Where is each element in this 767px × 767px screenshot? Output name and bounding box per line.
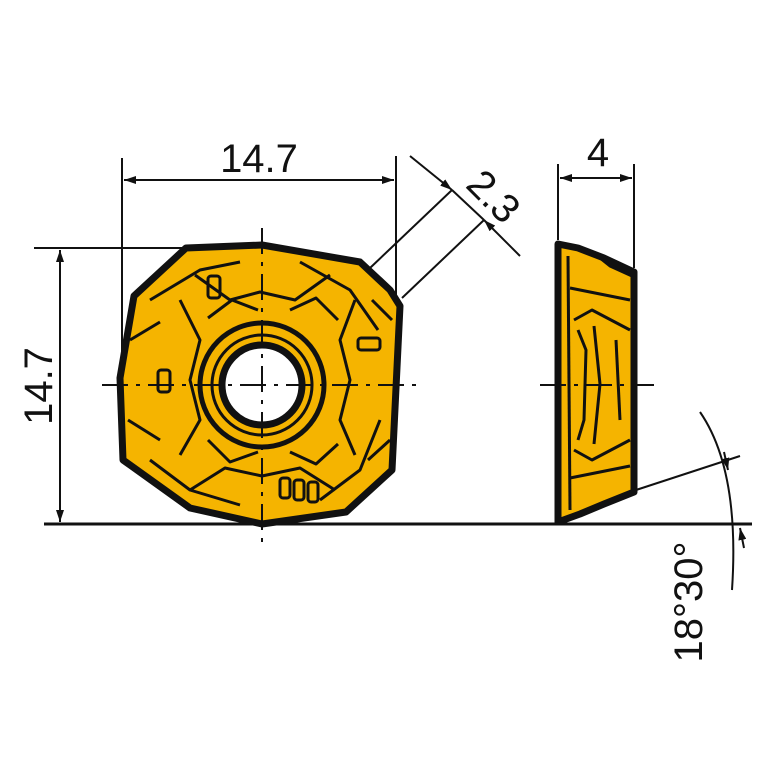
thickness-dimension: 4 (557, 131, 635, 268)
chamfer-dimension-label: 2.3 (458, 162, 528, 232)
height-dimension-label: 14.7 (17, 347, 61, 425)
clearance-angle-dimension: 18°30° (635, 411, 747, 663)
thickness-dimension-label: 4 (587, 131, 609, 175)
insert-side-details (566, 255, 633, 511)
height-dimension: 14.7 (17, 247, 186, 522)
side-view (540, 240, 654, 526)
chamfer-dimension: 2.3 (369, 155, 528, 299)
clearance-angle-label: 18°30° (667, 542, 711, 663)
width-dimension-label: 14.7 (220, 137, 298, 181)
front-view (102, 228, 424, 544)
width-dimension: 14.7 (121, 137, 397, 372)
